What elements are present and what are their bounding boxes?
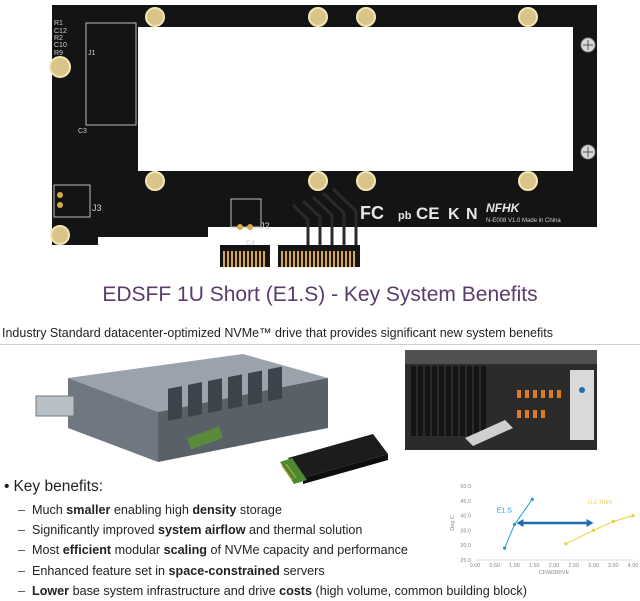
silk-label: R2 — [54, 35, 63, 42]
series-point — [512, 522, 517, 527]
series-label: E1.S — [497, 508, 513, 515]
silk-label: J2 — [260, 221, 270, 231]
y-tick-label: 25.0 — [460, 558, 471, 564]
benefit-text: and thermal solution — [245, 523, 363, 538]
benefit-item: –Most efficient modular scaling of NVMe … — [18, 540, 527, 560]
x-tick-label: 1.50 — [529, 563, 540, 569]
x-tick-label: 0.00 — [470, 563, 481, 569]
e1s-drive-inserted — [186, 426, 224, 450]
silk-label: C12 — [54, 28, 67, 35]
x-tick-label: 4.00 — [628, 563, 639, 569]
dash-icon: – — [18, 523, 26, 538]
dash-icon: – — [18, 543, 26, 558]
dash-icon: – — [18, 563, 26, 578]
j3-outline — [53, 184, 91, 218]
silk-label: C4 — [246, 240, 255, 245]
x-tick-label: 3.50 — [608, 563, 619, 569]
benefit-text: modular — [111, 543, 164, 558]
series-line — [565, 515, 634, 545]
benefit-emphasis: smaller — [66, 503, 111, 517]
series-point — [611, 519, 615, 524]
benefit-text: Significantly improved — [32, 523, 158, 538]
benefit-text: of NVMe capacity and performance — [207, 543, 408, 558]
divider — [0, 344, 640, 345]
benefit-text: servers — [279, 563, 325, 578]
benefit-text: Much — [32, 503, 67, 517]
x-tick-label: 2.50 — [568, 563, 579, 569]
benefit-text: enabling high — [110, 503, 193, 517]
silk-label: R1 — [54, 20, 63, 27]
benefits-list: –Much smaller enabling high density stor… — [18, 500, 527, 601]
e1s-drive-module — [280, 434, 388, 484]
benefit-emphasis: system airflow — [158, 523, 246, 538]
benefit-item: –Significantly improved system airflow a… — [18, 520, 527, 540]
cert-marks: FC pb CE K N — [360, 203, 478, 223]
arrowhead-left-icon — [516, 519, 524, 527]
x-tick-label: 0.50 — [489, 563, 500, 569]
server-chassis-illustration — [35, 354, 388, 484]
fcc-mark: FC — [360, 203, 384, 223]
series-point — [631, 514, 635, 518]
silk-label: J3 — [92, 203, 102, 213]
silk-label: R9 — [54, 50, 63, 57]
series-label: U.2 7mm — [588, 500, 612, 506]
screws — [580, 37, 596, 160]
benefit-text: base system infrastructure and drive — [69, 583, 280, 598]
ce-mark: CE — [416, 204, 440, 223]
intro-text: Industry Standard datacenter-optimized N… — [2, 326, 553, 340]
silk-label: C10 — [54, 42, 67, 49]
silk-label: C3 — [78, 128, 87, 135]
y-tick-label: 35.0 — [460, 528, 471, 534]
y-tick-label: 40.0 — [460, 514, 471, 520]
drive-sled-pulled — [465, 420, 513, 446]
pb-mark: pb — [398, 210, 412, 222]
benefit-text: Most — [32, 543, 63, 558]
y-axis-label: Deg C — [450, 515, 456, 531]
dash-icon: – — [18, 583, 26, 598]
m2-adapter-board-photo: J1 J2 J3 C3 C4 C12 C10 R1 R2 R9 FC pb CE… — [49, 5, 597, 245]
drive-bay-sled — [35, 395, 75, 417]
server-rack-photo — [405, 350, 597, 450]
series-point — [564, 542, 568, 546]
j2-outline — [230, 198, 262, 228]
benefit-text: storage — [236, 503, 282, 517]
y-tick-label: 45.0 — [460, 499, 471, 505]
benefit-item: –Enhanced feature set in space-constrain… — [18, 561, 527, 581]
benefit-emphasis: space-constrained — [168, 563, 280, 578]
y-tick-label: 30.0 — [460, 543, 471, 549]
kc-mark: K — [448, 206, 460, 223]
thermal-chart: 25.0 30.0 35.0 40.0 45.0 50.0 0.00 0.50 1.00 1.50… — [450, 484, 639, 576]
m2-connector-outline — [85, 22, 137, 126]
x-tick-label: 1.00 — [509, 563, 520, 569]
brand-logo: NFHK — [486, 201, 521, 215]
benefit-item: –Much smaller enabling high density stor… — [18, 500, 527, 520]
dash-icon: – — [18, 503, 26, 517]
x-tick-label: 3.00 — [588, 563, 599, 569]
benefits-heading: •Key benefits: — [4, 478, 104, 495]
benefit-emphasis: scaling — [163, 543, 207, 558]
model-label: N-E008 V1.0 Made in China — [486, 218, 561, 224]
board-cutout — [138, 27, 573, 171]
benefit-text: Enhanced feature set in — [32, 563, 169, 578]
benefit-emphasis: costs — [279, 583, 312, 598]
x-tick-label: 2.00 — [549, 563, 560, 569]
bullet-icon: • — [4, 478, 10, 495]
series-point — [591, 528, 596, 532]
series-point — [503, 546, 507, 550]
x-axis-label: CFM/DRIVE — [539, 570, 570, 576]
n-mark: N — [466, 206, 478, 223]
benefit-emphasis: efficient — [62, 543, 112, 558]
series-point — [530, 497, 534, 501]
pcb-traces — [291, 187, 358, 245]
arrowhead-right-icon — [586, 519, 594, 527]
page-headline: EDSFF 1U Short (E1.S) - Key System Benef… — [102, 283, 538, 306]
pcie-connector — [220, 245, 360, 267]
y-tick-label: 50.0 — [460, 484, 471, 490]
mounting-holes — [49, 7, 538, 245]
benefit-item: –Lower base system infrastructure and dr… — [18, 581, 527, 601]
benefit-emphasis: density — [192, 503, 237, 517]
benefit-text: (high volume, common building block) — [312, 583, 527, 598]
silk-label: J1 — [88, 50, 96, 57]
benefit-emphasis: Lower — [32, 583, 70, 598]
